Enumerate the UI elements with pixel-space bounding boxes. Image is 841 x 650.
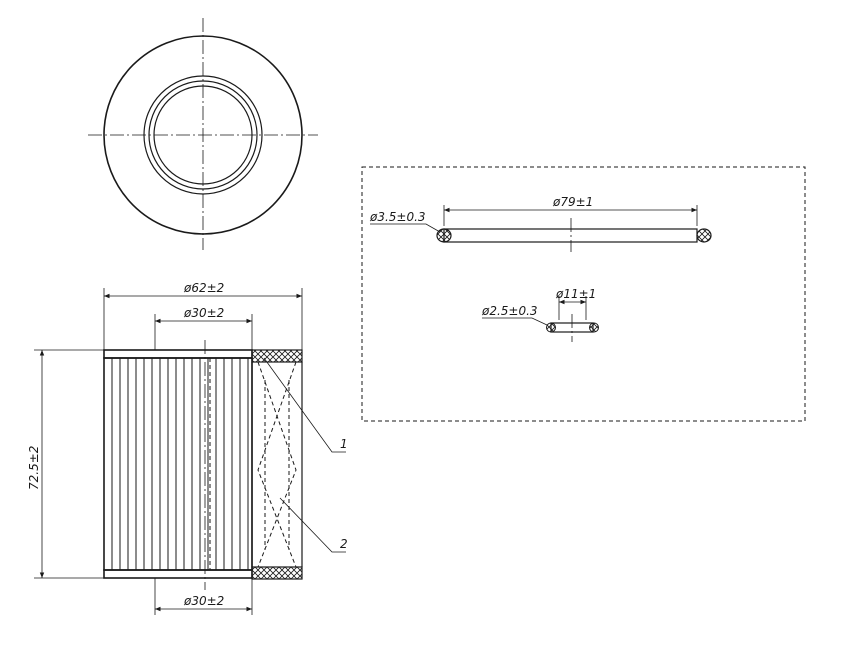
callout-2: 2 xyxy=(340,537,348,551)
dim-oring-large-diameter: ø79±1 xyxy=(552,195,593,209)
oring-detail: ø79±1 ø3.5±0.3 ø11±1 ø2.5±0.3 xyxy=(361,166,806,422)
section-hidden-cross xyxy=(257,361,297,568)
side-view: ø62±2 ø30±2 ø30±2 72.5±2 1 2 xyxy=(27,281,348,615)
detail-frame xyxy=(361,166,806,422)
top-seal-ring xyxy=(251,349,303,363)
dim-oring-small-section: ø2.5±0.3 xyxy=(481,304,538,318)
oring-large-end-right xyxy=(696,228,712,243)
leader-oring-small-section xyxy=(482,317,548,326)
pleat-lines xyxy=(111,358,249,570)
pleated-element-body xyxy=(103,357,253,571)
dim-oring-large-section: ø3.5±0.3 xyxy=(369,210,426,224)
oring-large-end-left xyxy=(436,228,452,243)
leader-oring-large-section xyxy=(370,223,441,233)
dim-outer-diameter: ø62±2 xyxy=(183,281,224,295)
oring-small-end-left xyxy=(546,322,556,333)
dim-inner-diameter-bottom: ø30±2 xyxy=(183,594,224,608)
bottom-seal-ring xyxy=(251,566,303,580)
bottom-end-cap xyxy=(103,569,253,579)
oring-large-body xyxy=(443,228,698,243)
dim-inner-diameter-top: ø30±2 xyxy=(183,306,224,320)
callout-leader-2 xyxy=(279,497,346,553)
top-end-cap xyxy=(103,349,253,359)
oring-small-end-right xyxy=(589,322,599,333)
callout-1: 1 xyxy=(340,437,348,451)
top-view xyxy=(88,18,318,250)
callout-leader-1 xyxy=(263,357,346,453)
dim-height: 72.5±2 xyxy=(27,446,41,490)
dim-oring-small-diameter: ø11±1 xyxy=(555,287,596,301)
